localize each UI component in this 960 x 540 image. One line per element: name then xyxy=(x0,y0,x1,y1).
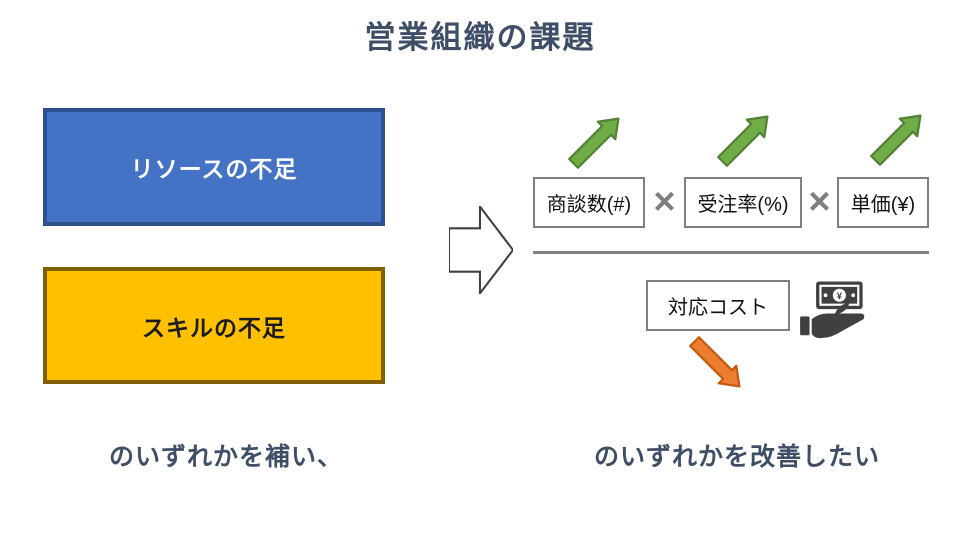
skill-shortage-box: スキルの不足 xyxy=(43,267,385,384)
yen-symbol: ¥ xyxy=(837,291,843,302)
win-rate-label: 受注率(%) xyxy=(697,194,789,216)
resource-shortage-label: リソースの不足 xyxy=(130,156,298,182)
increase-arrow-icon xyxy=(568,117,620,169)
left-caption: のいずれかを補い、 xyxy=(108,443,343,471)
resource-shortage-box: リソースの不足 xyxy=(43,108,385,226)
handling-cost-box: 対応コスト xyxy=(646,280,790,331)
deal-count-box: 商談数(#) xyxy=(533,177,645,228)
increase-arrow-icon xyxy=(870,114,922,166)
handling-cost-label: 対応コスト xyxy=(668,297,768,319)
right-block-arrow-icon xyxy=(449,206,513,294)
increase-arrow-icon xyxy=(717,115,769,167)
right-caption: のいずれかを改善したい xyxy=(593,443,880,471)
skill-shortage-label: スキルの不足 xyxy=(142,314,286,341)
slide-title: 営業組織の課題 xyxy=(364,20,596,55)
decrease-arrow-icon xyxy=(689,336,741,388)
multiply-sign: × xyxy=(808,181,831,223)
money-in-hand-icon: ¥ xyxy=(800,281,865,339)
deal-count-label: 商談数(#) xyxy=(546,194,632,216)
unit-price-box: 単価(¥) xyxy=(837,177,929,228)
unit-price-label: 単価(¥) xyxy=(850,194,916,216)
multiply-sign: × xyxy=(653,181,676,223)
win-rate-box: 受注率(%) xyxy=(684,177,802,228)
fraction-divider-line xyxy=(533,251,929,254)
